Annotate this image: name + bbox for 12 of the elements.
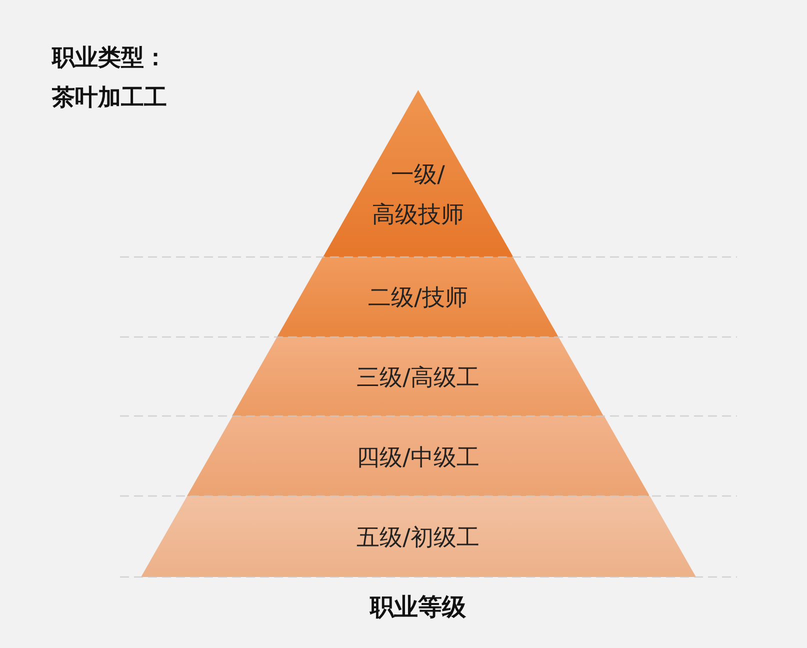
tier-label: 二级/技师	[368, 284, 468, 313]
pyramid-tier	[322, 90, 514, 257]
pyramid-tier	[140, 496, 696, 577]
pyramid-tier	[186, 416, 650, 496]
caption-text: 职业等级	[370, 592, 466, 623]
title-text: 职业类型：茶叶加工工	[52, 44, 168, 113]
pyramid-tier	[232, 337, 604, 416]
tier-label: 四级/中级工	[356, 444, 480, 473]
tier-label: 三级/高级工	[356, 364, 480, 393]
tier-label: 五级/初级工	[356, 524, 480, 553]
pyramid-tier	[277, 257, 559, 337]
tier-label: 一级/高级技师	[370, 161, 465, 230]
